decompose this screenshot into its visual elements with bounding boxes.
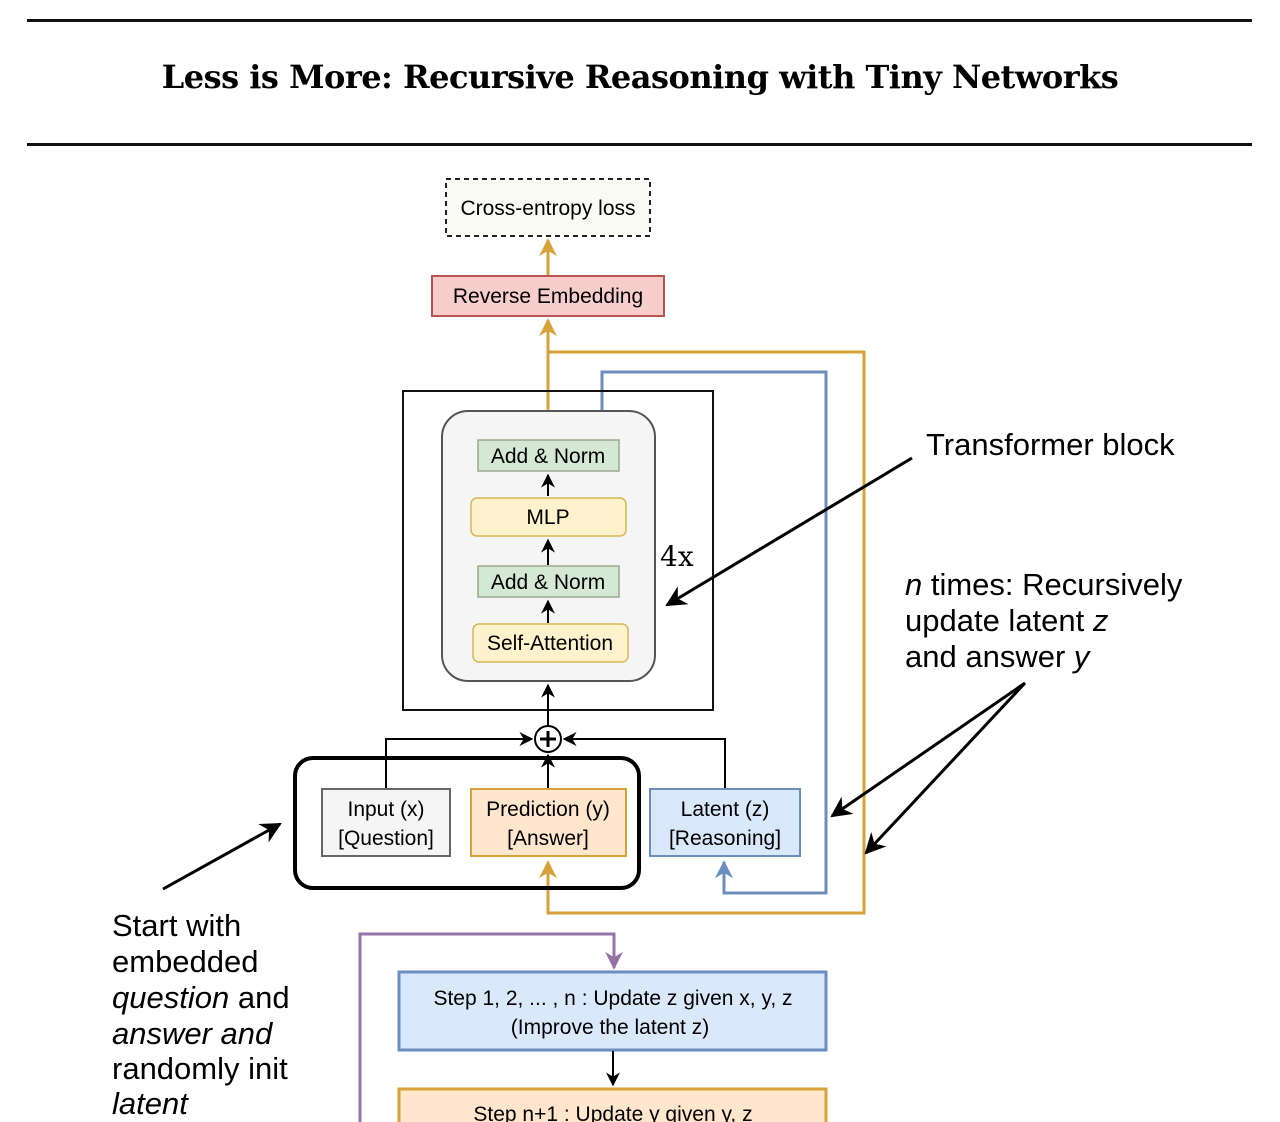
- svg-text:n times: Recursively: n times: Recursively: [905, 567, 1183, 602]
- layer-self-attention: Self-Attention: [472, 623, 629, 663]
- prediction-y-box: Prediction (y) [Answer]: [470, 788, 627, 857]
- svg-text:[Answer]: [Answer]: [507, 827, 589, 850]
- svg-text:(Improve the latent z): (Improve the latent z): [511, 1016, 709, 1039]
- svg-text:Add & Norm: Add & Norm: [491, 445, 605, 468]
- latent-feedback-loop: [600, 370, 828, 895]
- loss-label: Cross-entropy loss: [460, 197, 635, 220]
- svg-text:Step 1, 2, ... , n : Update z: Step 1, 2, ... , n : Update z given x, y…: [433, 987, 792, 1010]
- svg-text:Start with: Start with: [112, 908, 241, 943]
- latent-z-box: Latent (z) [Reasoning]: [649, 788, 801, 857]
- svg-text:Input (x): Input (x): [347, 798, 424, 821]
- cross-entropy-loss-box: Cross-entropy loss: [445, 178, 651, 237]
- step-update-z-box: Step 1, 2, ... , n : Update z given x, y…: [397, 970, 828, 1052]
- start-annotation: Start with embedded question and answer …: [112, 908, 290, 1121]
- recursion-arrow-latent: [830, 681, 1026, 818]
- reverse-embedding-label: Reverse Embedding: [453, 285, 643, 308]
- arrow-latent-to-sum: [562, 732, 726, 790]
- svg-text:and answer y: and answer y: [905, 639, 1092, 674]
- svg-text:[Reasoning]: [Reasoning]: [669, 827, 781, 850]
- reverse-embedding-box: Reverse Embedding: [431, 275, 665, 317]
- transformer-block-annotation: Transformer block: [926, 427, 1175, 462]
- step-update-y-box: Step n+1 : Update y given y, z: [397, 1087, 828, 1122]
- layer-add-norm-top: Add & Norm: [477, 439, 620, 472]
- svg-text:latent: latent: [112, 1086, 189, 1121]
- start-annotation-arrow: [162, 822, 282, 891]
- paper-title: Less is More: Recursive Reasoning with T…: [161, 58, 1119, 96]
- svg-text:Self-Attention: Self-Attention: [487, 632, 613, 655]
- transformer-annotation-arrow: [665, 456, 913, 607]
- svg-text:answer and: answer and: [112, 1016, 274, 1051]
- repeat-count-label: 4x: [660, 540, 694, 573]
- transformer-outer-box: [402, 390, 714, 711]
- layer-add-norm-bottom: Add & Norm: [477, 565, 620, 598]
- svg-text:Prediction (y): Prediction (y): [486, 798, 610, 821]
- svg-text:Step n+1 : Update y given y, z: Step n+1 : Update y given y, z: [473, 1103, 752, 1122]
- arrow-input-to-sum: [385, 732, 534, 790]
- svg-text:MLP: MLP: [526, 506, 569, 529]
- svg-text:randomly init: randomly init: [112, 1051, 288, 1086]
- top-rule: [27, 19, 1252, 22]
- recursion-arrow-answer: [864, 681, 1027, 855]
- embedded-inputs-group: [293, 756, 641, 890]
- input-x-box: Input (x) [Question]: [321, 788, 451, 857]
- layer-mlp: MLP: [470, 497, 627, 537]
- svg-text:[Question]: [Question]: [338, 827, 434, 850]
- svg-text:embedded: embedded: [112, 944, 259, 979]
- outer-loop-arrow: [358, 932, 623, 1122]
- answer-feedback-loop: [539, 350, 866, 915]
- recursion-annotation: n times: Recursively update latent z and…: [905, 567, 1183, 674]
- svg-text:question and: question and: [112, 980, 290, 1015]
- bottom-rule: [27, 143, 1252, 146]
- svg-text:Add & Norm: Add & Norm: [491, 571, 605, 594]
- svg-text:update latent z: update latent z: [905, 603, 1109, 638]
- sum-node-icon: [534, 725, 562, 753]
- svg-text:Latent (z): Latent (z): [681, 798, 770, 821]
